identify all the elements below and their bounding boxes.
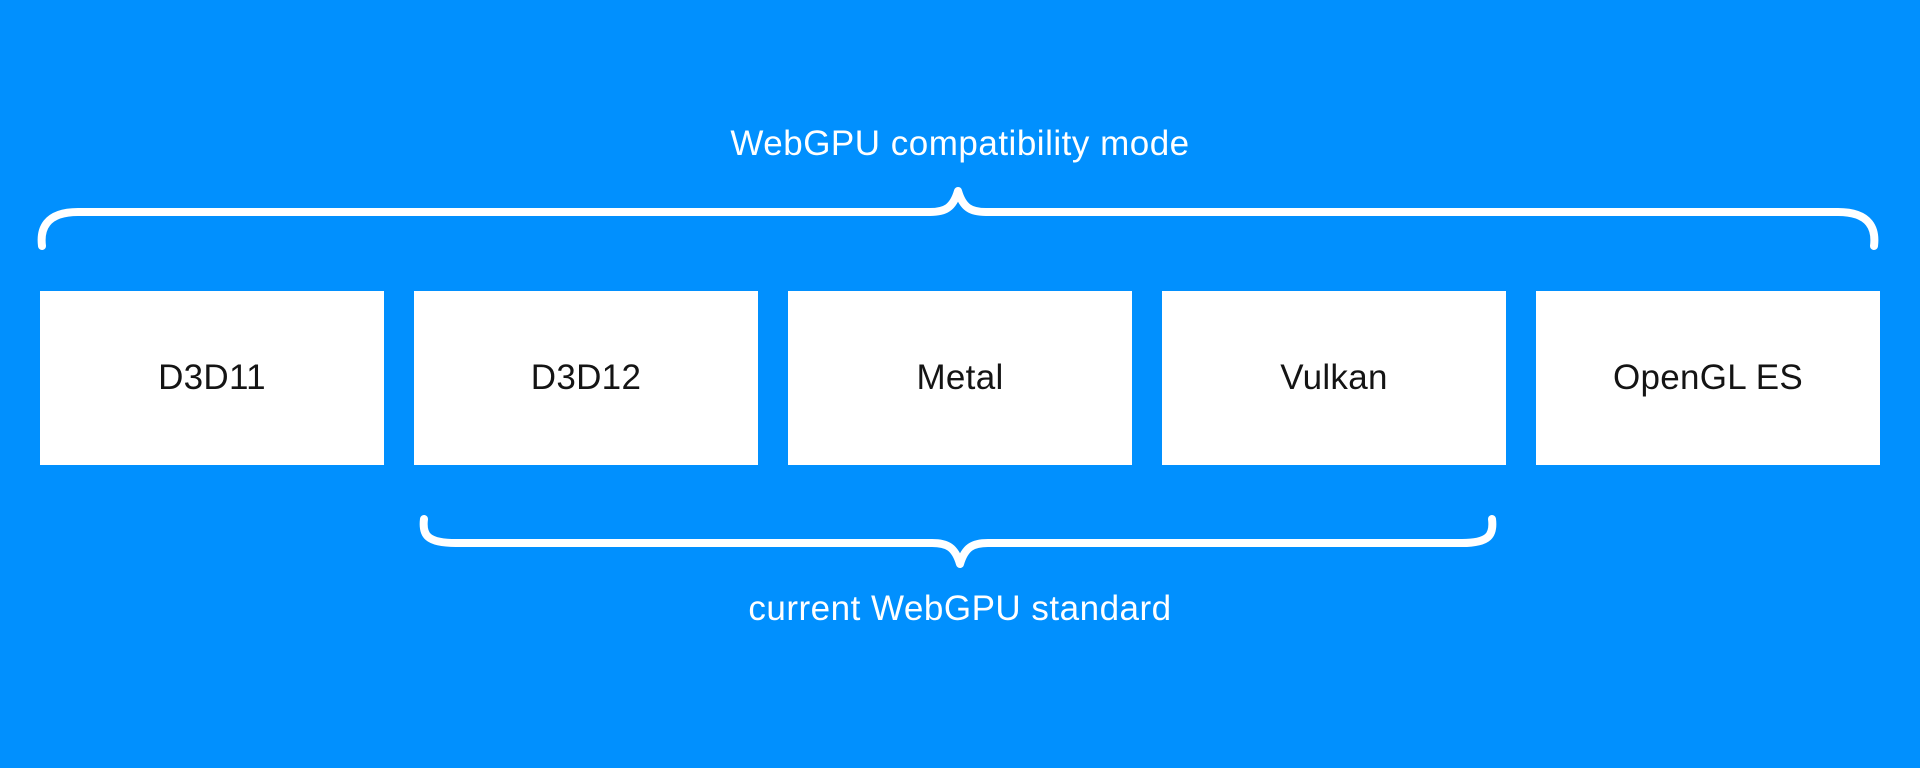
top-brace-label: WebGPU compatibility mode bbox=[730, 124, 1190, 163]
box-vulkan: Vulkan bbox=[1162, 291, 1506, 465]
box-metal: Metal bbox=[788, 291, 1132, 465]
bottom-brace bbox=[419, 515, 1497, 568]
box-metal-label: Metal bbox=[916, 358, 1004, 397]
box-vulkan-label: Vulkan bbox=[1280, 358, 1388, 397]
box-opengl-es-label: OpenGL ES bbox=[1612, 358, 1804, 397]
api-boxes-row: D3D11 D3D12 Metal Vulkan OpenGL ES bbox=[40, 291, 1880, 465]
bottom-brace-label: current WebGPU standard bbox=[748, 589, 1172, 628]
box-d3d11: D3D11 bbox=[40, 291, 384, 465]
box-d3d12: D3D12 bbox=[414, 291, 758, 465]
box-opengl-es: OpenGL ES bbox=[1536, 291, 1880, 465]
box-d3d12-label: D3D12 bbox=[530, 358, 642, 397]
box-d3d11-label: D3D11 bbox=[158, 358, 266, 397]
top-brace bbox=[37, 187, 1879, 250]
